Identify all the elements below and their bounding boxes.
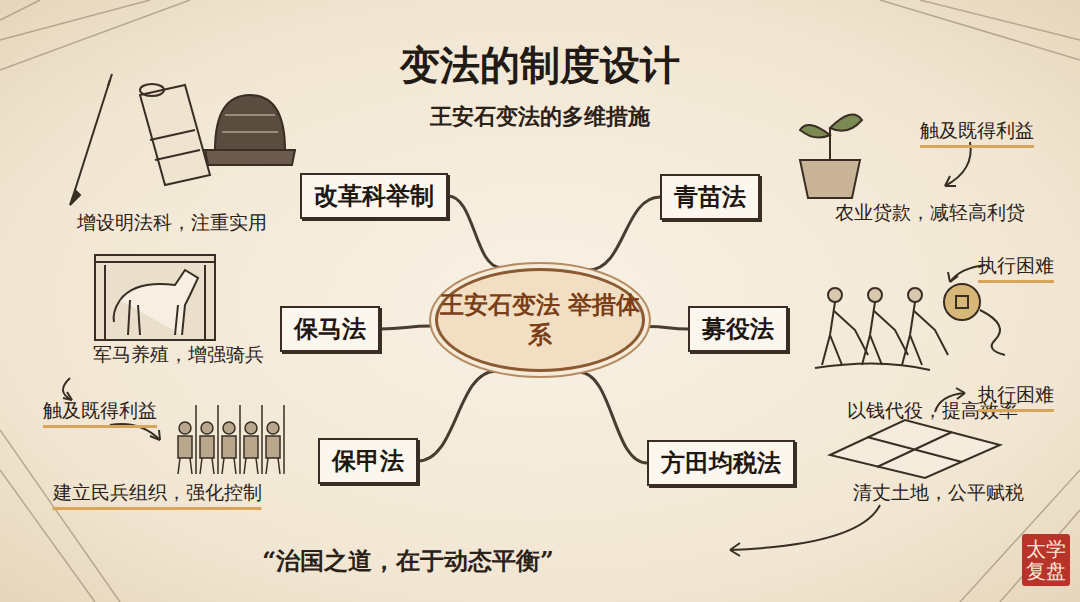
measure-box: 青苗法 bbox=[660, 174, 760, 220]
caption-text: 军马养殖，增强骑兵 bbox=[93, 342, 264, 368]
measure-name: 改革科举制 bbox=[314, 181, 434, 210]
title: 变法的制度设计 bbox=[400, 38, 680, 93]
branch-connector bbox=[418, 371, 496, 461]
branch-connector bbox=[380, 326, 432, 329]
measure-name: 青苗法 bbox=[674, 182, 746, 211]
center-ellipse: 王安石变法 举措体系 bbox=[435, 268, 645, 372]
caption-text: 增设明法科，注重实用 bbox=[77, 210, 267, 236]
branch-connector bbox=[448, 196, 501, 268]
measure-name: 保甲法 bbox=[332, 446, 404, 475]
branch-connector bbox=[589, 197, 660, 270]
callout-note: 触及既得利益 bbox=[920, 118, 1034, 148]
seal-stamp: 太学复盘 bbox=[1022, 534, 1070, 586]
center-title: 王安石变法 举措体系 bbox=[438, 290, 642, 350]
measure-box: 保甲法 bbox=[318, 438, 418, 484]
measure-name: 方田均税法 bbox=[661, 448, 781, 477]
measure-box: 募役法 bbox=[688, 306, 788, 352]
callout-note: 执行困难 bbox=[978, 382, 1054, 412]
measure-box: 改革科举制 bbox=[300, 173, 448, 219]
caption-text: 王安石变法的多维措施 bbox=[430, 102, 650, 132]
caption-text: 农业贷款，减轻高利贷 bbox=[835, 200, 1025, 226]
measure-box: 保马法 bbox=[280, 306, 380, 352]
measure-box: 方田均税法 bbox=[647, 440, 795, 486]
measure-name: 募役法 bbox=[702, 314, 774, 343]
callout-note: 建立民兵组织，强化控制 bbox=[53, 480, 262, 510]
branch-connector bbox=[579, 372, 647, 463]
caption-text: “治国之道，在于动态平衡” bbox=[262, 545, 554, 577]
callout-note: 执行困难 bbox=[978, 253, 1054, 283]
measure-name: 保马法 bbox=[294, 314, 366, 343]
branch-connector bbox=[648, 327, 688, 329]
caption-text: 清丈土地，公平赋税 bbox=[853, 480, 1024, 506]
callout-note: 触及既得利益 bbox=[43, 398, 157, 428]
